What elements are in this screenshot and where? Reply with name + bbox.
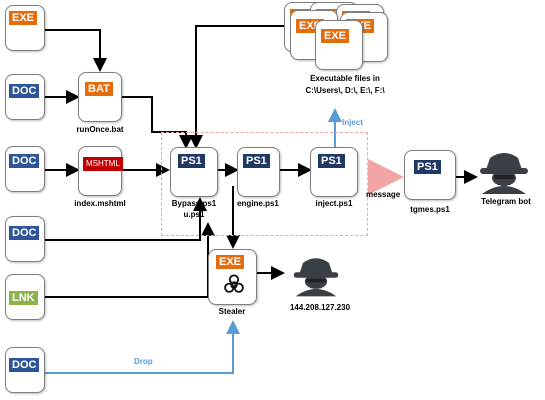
stealer-label: Stealer — [218, 307, 246, 316]
source-doc3-card: DOC — [5, 216, 45, 262]
bypass-ps1-card: PS1 — [170, 147, 218, 197]
ps1-tag: PS1 — [178, 154, 205, 168]
edge-bat-to-bypass — [122, 96, 193, 149]
bat-tag: BAT — [85, 82, 113, 96]
executables-label-line2: C:\Users\, D:\, E:\, F:\ — [305, 86, 385, 95]
exe-tag: EXE — [216, 255, 245, 269]
source-doc2-card: DOC — [5, 146, 45, 192]
hacker-icon-ip — [293, 258, 339, 297]
doc-tag: DOC — [9, 358, 40, 372]
source-doc4-card: DOC — [5, 347, 45, 393]
inject-label: inject.ps1 — [315, 199, 353, 208]
bypass-label: Bypass.ps1 — [171, 199, 217, 208]
u-ps1-label: u.ps1 — [183, 210, 205, 219]
exe-tag: EXE — [9, 11, 38, 25]
doc-tag: DOC — [9, 154, 40, 168]
bat-label: runOnce.bat — [76, 125, 124, 134]
ps1-tag: PS1 — [318, 154, 345, 168]
telegram-label: Telegram bot — [481, 197, 531, 206]
executables-label-line1: Executable files in — [310, 74, 380, 83]
source-doc1-card: DOC — [5, 74, 45, 120]
mshtml-tag: MSHTML — [83, 157, 123, 171]
engine-label: engine.ps1 — [237, 199, 279, 208]
biohazard-icon — [224, 274, 244, 293]
mshtml-card: MSHTML — [78, 146, 123, 196]
drop-edge-label: Drop — [134, 357, 153, 366]
doc-tag: DOC — [9, 84, 40, 98]
source-exe-card: EXE — [5, 5, 45, 51]
mshtml-label: index.mshtml — [74, 199, 126, 208]
bat-card: BAT — [78, 72, 122, 122]
ps1-tag: PS1 — [414, 160, 441, 174]
source-lnk-card: LNK — [5, 274, 45, 320]
edge-drop-blue — [45, 320, 240, 374]
inject-ps1-card: PS1 — [310, 147, 358, 197]
edge-doc3-to-bypass — [45, 197, 207, 241]
exec-card-front: EXE — [315, 20, 363, 70]
tgmes-ps1-card: PS1 — [404, 150, 456, 200]
lnk-tag: LNK — [9, 291, 38, 305]
ip-label: 144.208.127.230 — [289, 303, 351, 312]
hacker-icon-telegram — [480, 153, 528, 194]
powershell-group-box — [161, 132, 368, 236]
engine-ps1-card: PS1 — [237, 147, 280, 197]
ps1-tag: PS1 — [243, 154, 270, 168]
stealer-card: EXE — [208, 249, 257, 305]
tgmes-label: tgmes.ps1 — [410, 205, 450, 214]
edge-exec-to-bypass — [189, 25, 285, 149]
inject-edge-label: Inject — [342, 118, 363, 127]
doc-tag: DOC — [9, 226, 40, 240]
message-edge-label: message — [366, 190, 401, 199]
edge-exe-to-bat — [45, 29, 107, 72]
